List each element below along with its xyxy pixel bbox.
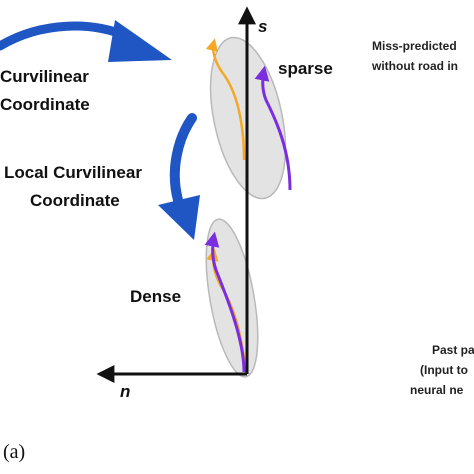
axis-s-label: s	[258, 17, 267, 36]
curvilinear-transform-arrow	[0, 20, 172, 62]
past-path-note-line3: neural ne	[410, 383, 464, 397]
curvilinear-label-line2: Coordinate	[0, 95, 90, 114]
curvilinear-label-line1: Curvilinear	[0, 67, 89, 86]
sparse-label: sparse	[278, 59, 333, 78]
axis-n-label: n	[120, 382, 130, 401]
panel-label: (a)	[3, 441, 25, 463]
dense-label: Dense	[130, 287, 181, 306]
sparse-orange-trajectory	[205, 38, 246, 161]
dense-region-ellipse	[205, 218, 259, 378]
past-path-note-line1: Past pa	[432, 343, 474, 357]
local-curvilinear-label-line2: Coordinate	[30, 191, 120, 210]
local-curvilinear-transform-arrow	[158, 113, 200, 240]
past-path-note-line2: (Input to	[420, 363, 468, 377]
miss-predicted-note-line1: Miss-predicted	[372, 39, 457, 53]
sparse-purple-trajectory	[254, 65, 292, 191]
dense-purple-trajectory	[204, 231, 246, 373]
miss-predicted-note-line2: without road in	[371, 59, 458, 73]
local-curvilinear-label-line1: Local Curvilinear	[4, 163, 142, 182]
